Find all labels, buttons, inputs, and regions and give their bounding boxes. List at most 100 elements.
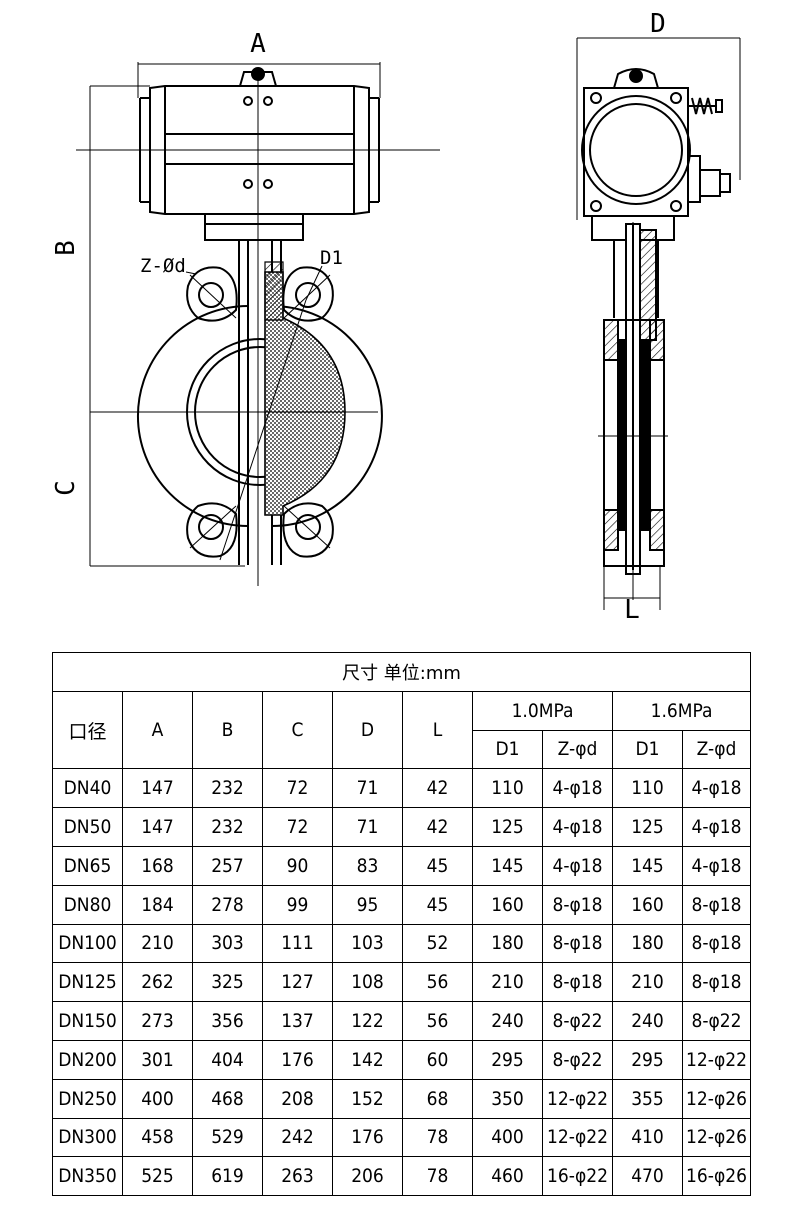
table-cell: DN150 <box>52 1001 123 1041</box>
table-cell: 400 <box>122 1078 193 1119</box>
label-d: D <box>650 9 666 39</box>
table-cell: 12-φ22 <box>681 1039 752 1080</box>
side-actuator <box>581 68 731 241</box>
table-cell: 160 <box>472 884 543 925</box>
table-cell: 72 <box>262 807 333 847</box>
side-view <box>576 37 741 610</box>
valve-drawing: A B C Z-Ød D1 <box>51 9 741 625</box>
header-zd: Z-φd <box>542 729 613 770</box>
table-cell: 78 <box>402 1156 473 1197</box>
table-cell: 8-φ18 <box>681 884 752 925</box>
table-cell: 4-φ18 <box>681 807 752 847</box>
table-cell: 68 <box>402 1078 473 1119</box>
table-cell: 262 <box>122 962 193 1003</box>
table-cell: 78 <box>402 1117 473 1158</box>
table-cell: 404 <box>192 1039 263 1080</box>
table-cell: 168 <box>122 845 193 886</box>
table-cell: 52 <box>402 923 473 964</box>
table-cell: 257 <box>192 845 263 886</box>
table-cell: 12-φ26 <box>681 1117 752 1158</box>
table-cell: 152 <box>332 1078 403 1119</box>
dim-l <box>598 222 668 610</box>
table-cell: 8-φ22 <box>542 1001 613 1041</box>
header-l: L <box>402 690 473 770</box>
header-b: B <box>192 690 263 770</box>
header-d1: D1 <box>612 729 683 770</box>
table-cell: DN200 <box>52 1039 123 1080</box>
label-c: C <box>51 480 81 496</box>
header-d1: D1 <box>472 729 543 770</box>
header-pressure-1-6: 1.6MPa <box>611 690 752 731</box>
table-cell: 460 <box>472 1156 543 1197</box>
table-cell: 529 <box>192 1117 263 1158</box>
header-pressure-1-0: 1.0MPa <box>472 690 613 731</box>
table-cell: 210 <box>472 962 543 1003</box>
table-cell: 103 <box>332 923 403 964</box>
table-cell: 142 <box>332 1039 403 1080</box>
side-body <box>603 223 665 575</box>
table-cell: 108 <box>332 962 403 1003</box>
table-cell: 240 <box>472 1001 543 1041</box>
table-cell: 208 <box>262 1078 333 1119</box>
table-cell: 56 <box>402 962 473 1003</box>
table-cell: 206 <box>332 1156 403 1197</box>
table-cell: 232 <box>192 807 263 847</box>
table-cell: DN350 <box>52 1156 123 1197</box>
dimension-table: 尺寸 单位:mm 口径 A B C D L 1.0MPa 1.6MPa D1 Z… <box>51 652 752 1197</box>
table-cell: 525 <box>122 1156 193 1197</box>
table-cell: 111 <box>262 923 333 964</box>
table-cell: 8-φ18 <box>681 962 752 1003</box>
table-cell: 99 <box>262 884 333 925</box>
table-cell: 90 <box>262 845 333 886</box>
table-cell: 8-φ18 <box>681 923 752 964</box>
table-cell: 242 <box>262 1117 333 1158</box>
lugs <box>186 266 334 558</box>
table-cell: 232 <box>192 768 263 809</box>
label-b: B <box>51 240 81 256</box>
table-cell: 278 <box>192 884 263 925</box>
front-view <box>76 62 440 586</box>
label-l: L <box>624 595 640 625</box>
header-a: A <box>122 690 193 770</box>
table-cell: DN50 <box>52 807 123 847</box>
table-cell: 210 <box>122 923 193 964</box>
table-cell: 184 <box>122 884 193 925</box>
table-cell: 127 <box>262 962 333 1003</box>
table-cell: 210 <box>612 962 683 1003</box>
table-cell: 71 <box>332 807 403 847</box>
table-cell: DN300 <box>52 1117 123 1158</box>
table-cell: 125 <box>612 807 683 847</box>
table-cell: 12-φ22 <box>542 1117 613 1158</box>
table-cell: DN100 <box>52 923 123 964</box>
table-cell: 42 <box>402 807 473 847</box>
dim-bc <box>89 85 245 567</box>
dim-a <box>137 62 381 98</box>
header-size: 口径 <box>52 690 123 770</box>
table-cell: 110 <box>472 768 543 809</box>
table-title: 尺寸 单位:mm <box>51 652 752 692</box>
table-cell: 125 <box>472 807 543 847</box>
table-cell: 458 <box>122 1117 193 1158</box>
table-cell: 4-φ18 <box>681 845 752 886</box>
table-cell: 12-φ22 <box>542 1078 613 1119</box>
table-cell: 16-φ26 <box>681 1156 752 1197</box>
table-cell: 4-φ18 <box>542 807 613 847</box>
table-cell: 176 <box>262 1039 333 1080</box>
table-cell: 295 <box>472 1039 543 1080</box>
table-cell: 619 <box>192 1156 263 1197</box>
label-d1: D1 <box>320 247 343 269</box>
table-cell: 325 <box>192 962 263 1003</box>
table-cell: 95 <box>332 884 403 925</box>
table-cell: 60 <box>402 1039 473 1080</box>
table-cell: 12-φ26 <box>681 1078 752 1119</box>
table-cell: 72 <box>262 768 333 809</box>
